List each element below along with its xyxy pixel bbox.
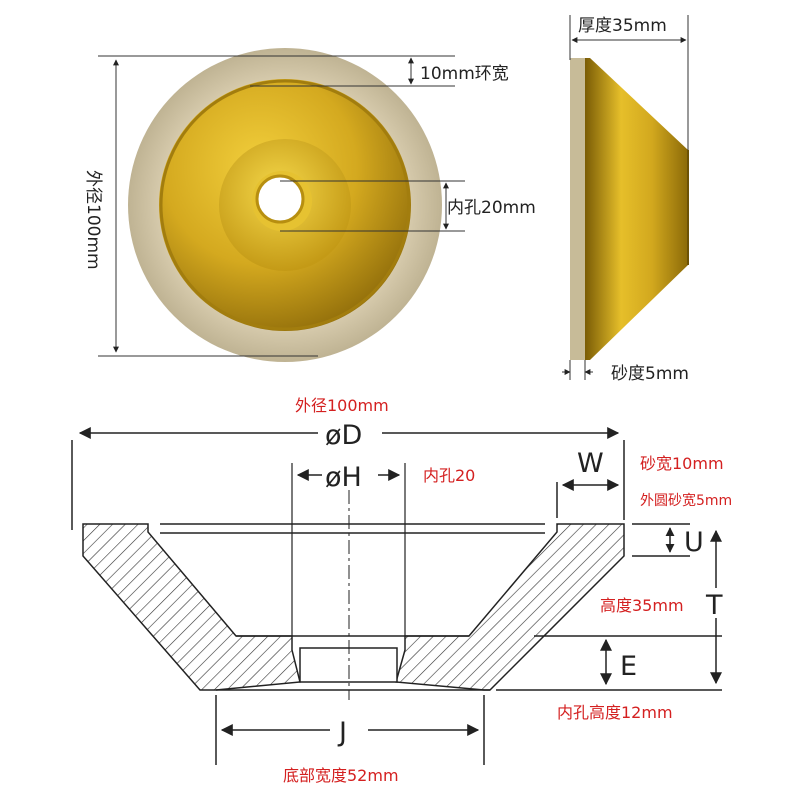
- symbol-T: T: [705, 590, 723, 621]
- symbol-E: E: [620, 651, 637, 682]
- symbol-W: W: [577, 448, 604, 479]
- drawing-dimensions: [71, 427, 722, 765]
- symbol-J: J: [337, 717, 347, 748]
- drawing-outer-diameter-label: 外径100mm: [295, 396, 389, 415]
- thickness-label: 厚度35mm: [578, 16, 667, 36]
- hole-height-label: 内孔高度12mm: [557, 703, 673, 722]
- front-dimensions: [98, 55, 465, 357]
- height-label: 高度35mm: [600, 596, 684, 615]
- ring-width-label: 10mm环宽: [420, 64, 509, 84]
- side-dimensions: [562, 15, 689, 380]
- side-gold-body: [585, 58, 688, 360]
- center-hole: [255, 174, 305, 224]
- left-section: [82, 523, 301, 691]
- side-abrasive-layer: [570, 58, 585, 360]
- abrasive-width-label: 砂宽10mm: [640, 454, 724, 473]
- front-view-photo: [128, 48, 442, 362]
- abrasive-depth-label: 砂度5mm: [611, 364, 689, 384]
- symbol-D: øD: [325, 420, 362, 451]
- right-section: [395, 523, 625, 691]
- front-inner-hole-label: 内孔20mm: [447, 198, 536, 218]
- symbol-U: U: [684, 527, 704, 558]
- bottom-width-label: 底部宽度52mm: [283, 766, 399, 785]
- front-outer-diameter-label: 外径100mm: [83, 170, 103, 270]
- side-view-photo: [570, 58, 689, 360]
- drawing-inner-hole-label: 内孔20: [423, 466, 475, 485]
- cross-section-drawing: [82, 463, 625, 700]
- outer-abrasive-width-label: 外圆砂宽5mm: [640, 492, 732, 509]
- symbol-H: øH: [325, 462, 362, 493]
